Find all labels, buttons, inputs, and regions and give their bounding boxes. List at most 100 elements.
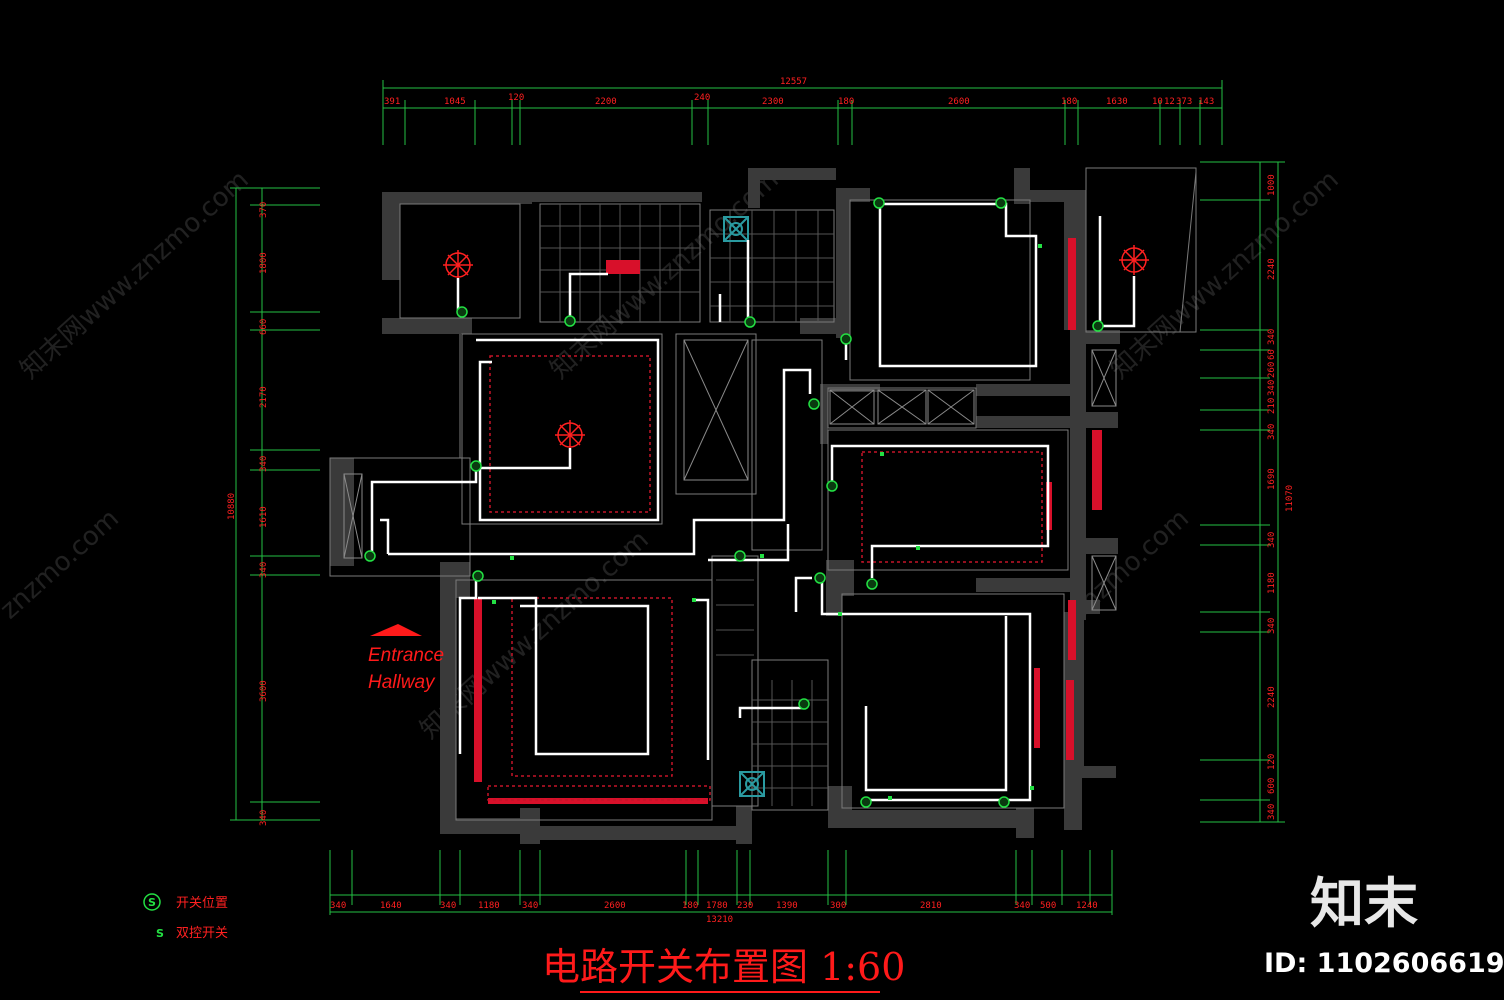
dim-top: 180 xyxy=(838,97,854,107)
exhaust-fan-icon xyxy=(723,216,749,242)
dim-bottom: 340 xyxy=(330,901,346,911)
dim-right: 340 xyxy=(1267,618,1277,634)
dim-top: 143 xyxy=(1198,97,1214,107)
dim-bottom: 2810 xyxy=(920,901,942,911)
dim-right-total: 11070 xyxy=(1285,485,1295,512)
dim-left: 1610 xyxy=(259,506,269,528)
switch-icon xyxy=(456,306,468,318)
dim-right: 2240 xyxy=(1267,686,1277,708)
ceiling-lamp-icon xyxy=(1119,245,1149,275)
ceiling-lamps xyxy=(443,245,1149,450)
dim-bottom: 1780 xyxy=(706,901,728,911)
ceiling-lamp-icon xyxy=(555,420,585,450)
dim-bottom: 340 xyxy=(1014,901,1030,911)
exhaust-fans xyxy=(723,216,765,797)
ceiling-lamp-icon xyxy=(443,250,473,280)
legend-label: 开关位置 xyxy=(176,896,228,911)
wall-outlines xyxy=(329,167,1197,821)
watermark: 知末网www.znzmo.com xyxy=(15,165,255,385)
switch-icon xyxy=(470,460,482,472)
switch-icon xyxy=(364,550,376,562)
tile-grids xyxy=(540,204,834,806)
brand-logo: 知末 xyxy=(1310,872,1418,935)
dim-bottom-total: 13210 xyxy=(706,915,733,925)
switch-icon xyxy=(808,398,820,410)
dim-top: 1630 xyxy=(1106,97,1128,107)
room-label-line1: Entrance xyxy=(368,645,444,666)
switch-icon xyxy=(998,796,1010,808)
dim-bottom: 1240 xyxy=(1076,901,1098,911)
dim-right: 120 xyxy=(1267,754,1277,770)
dim-top: 373 xyxy=(1176,97,1192,107)
switch-icon xyxy=(860,796,872,808)
dim-top: 2300 xyxy=(762,97,784,107)
dim-right: 260 xyxy=(1267,362,1277,378)
switch-icon xyxy=(472,570,484,582)
dimension-text-left: 10880 370 1800 660 2170 340 1610 340 360… xyxy=(227,202,269,826)
dim-top: 120 xyxy=(508,93,524,103)
switches xyxy=(364,197,1104,808)
switch-dots xyxy=(492,244,1042,800)
switch-icon xyxy=(798,698,810,710)
dim-top: 12 xyxy=(1164,97,1175,107)
dim-left: 2170 xyxy=(259,386,269,408)
dim-left: 3600 xyxy=(259,680,269,702)
legend-symbol: S xyxy=(148,896,156,909)
switch-icon xyxy=(873,197,885,209)
dimension-text-right: 11070 1000 2240 340 60 260 340 210 340 1… xyxy=(1267,174,1295,820)
dim-top-total: 12557 xyxy=(780,77,807,87)
dim-left: 1800 xyxy=(259,252,269,274)
dim-left: 370 xyxy=(259,202,269,218)
dim-bottom: 340 xyxy=(522,901,538,911)
dim-bottom: 340 xyxy=(440,901,456,911)
dim-left: 660 xyxy=(259,319,269,335)
dim-bottom: 180 xyxy=(682,901,698,911)
dim-left: 340 xyxy=(259,810,269,826)
dim-top: 2200 xyxy=(595,97,617,107)
drawing-title: 电路开关布置图 1:60 xyxy=(542,945,905,993)
switch-icon xyxy=(744,316,756,328)
dim-bottom: 300 xyxy=(830,901,846,911)
switch-icon xyxy=(826,480,838,492)
dim-bottom: 2600 xyxy=(604,901,626,911)
switch-icon xyxy=(564,315,576,327)
dim-top: 1045 xyxy=(444,97,466,107)
red-dotted-outlines xyxy=(487,355,1043,801)
dim-bottom: 1390 xyxy=(776,901,798,911)
dim-top: 180 xyxy=(1061,97,1077,107)
switch-icon xyxy=(734,550,746,562)
switch-icon xyxy=(814,572,826,584)
dim-top: 2600 xyxy=(948,97,970,107)
dim-top: 240 xyxy=(694,93,710,103)
legend-label: 双控开关 xyxy=(176,926,228,941)
dim-right: 340 xyxy=(1267,804,1277,820)
dim-top: 391 xyxy=(384,97,400,107)
dim-right: 210 xyxy=(1267,398,1277,414)
dim-left: 340 xyxy=(259,456,269,472)
room-label-line2: Hallway xyxy=(368,672,436,693)
dim-right: 340 xyxy=(1267,380,1277,396)
exhaust-fan-icon xyxy=(739,771,765,797)
dim-top: 10 xyxy=(1152,97,1163,107)
switch-icon xyxy=(866,578,878,590)
entrance-arrow-icon xyxy=(370,624,422,636)
watermark: znzmo.com xyxy=(0,504,125,626)
wardrobes xyxy=(343,339,1117,611)
dim-left-total: 10880 xyxy=(227,493,237,520)
brand-id: ID: 1102606619 xyxy=(1264,948,1504,979)
dimension-text-top: 12557 391 1045 120 2200 240 2300 180 260… xyxy=(384,77,1214,107)
page-title: 电路开关布置图 1:60 xyxy=(542,945,905,989)
dim-right: 600 xyxy=(1267,778,1277,794)
entrance-marker: Entrance Hallway xyxy=(368,624,444,693)
dimension-text-bottom: 340 1640 340 1180 340 2600 180 1780 230 … xyxy=(330,901,1098,925)
dim-bottom: 500 xyxy=(1040,901,1056,911)
dim-right: 60 xyxy=(1267,349,1277,360)
dim-right: 1000 xyxy=(1267,174,1277,196)
dim-right: 340 xyxy=(1267,329,1277,345)
wiring xyxy=(370,202,1136,802)
dim-right: 2240 xyxy=(1267,258,1277,280)
dim-left: 340 xyxy=(259,562,269,578)
dim-bottom: 230 xyxy=(737,901,753,911)
dim-right: 340 xyxy=(1267,424,1277,440)
